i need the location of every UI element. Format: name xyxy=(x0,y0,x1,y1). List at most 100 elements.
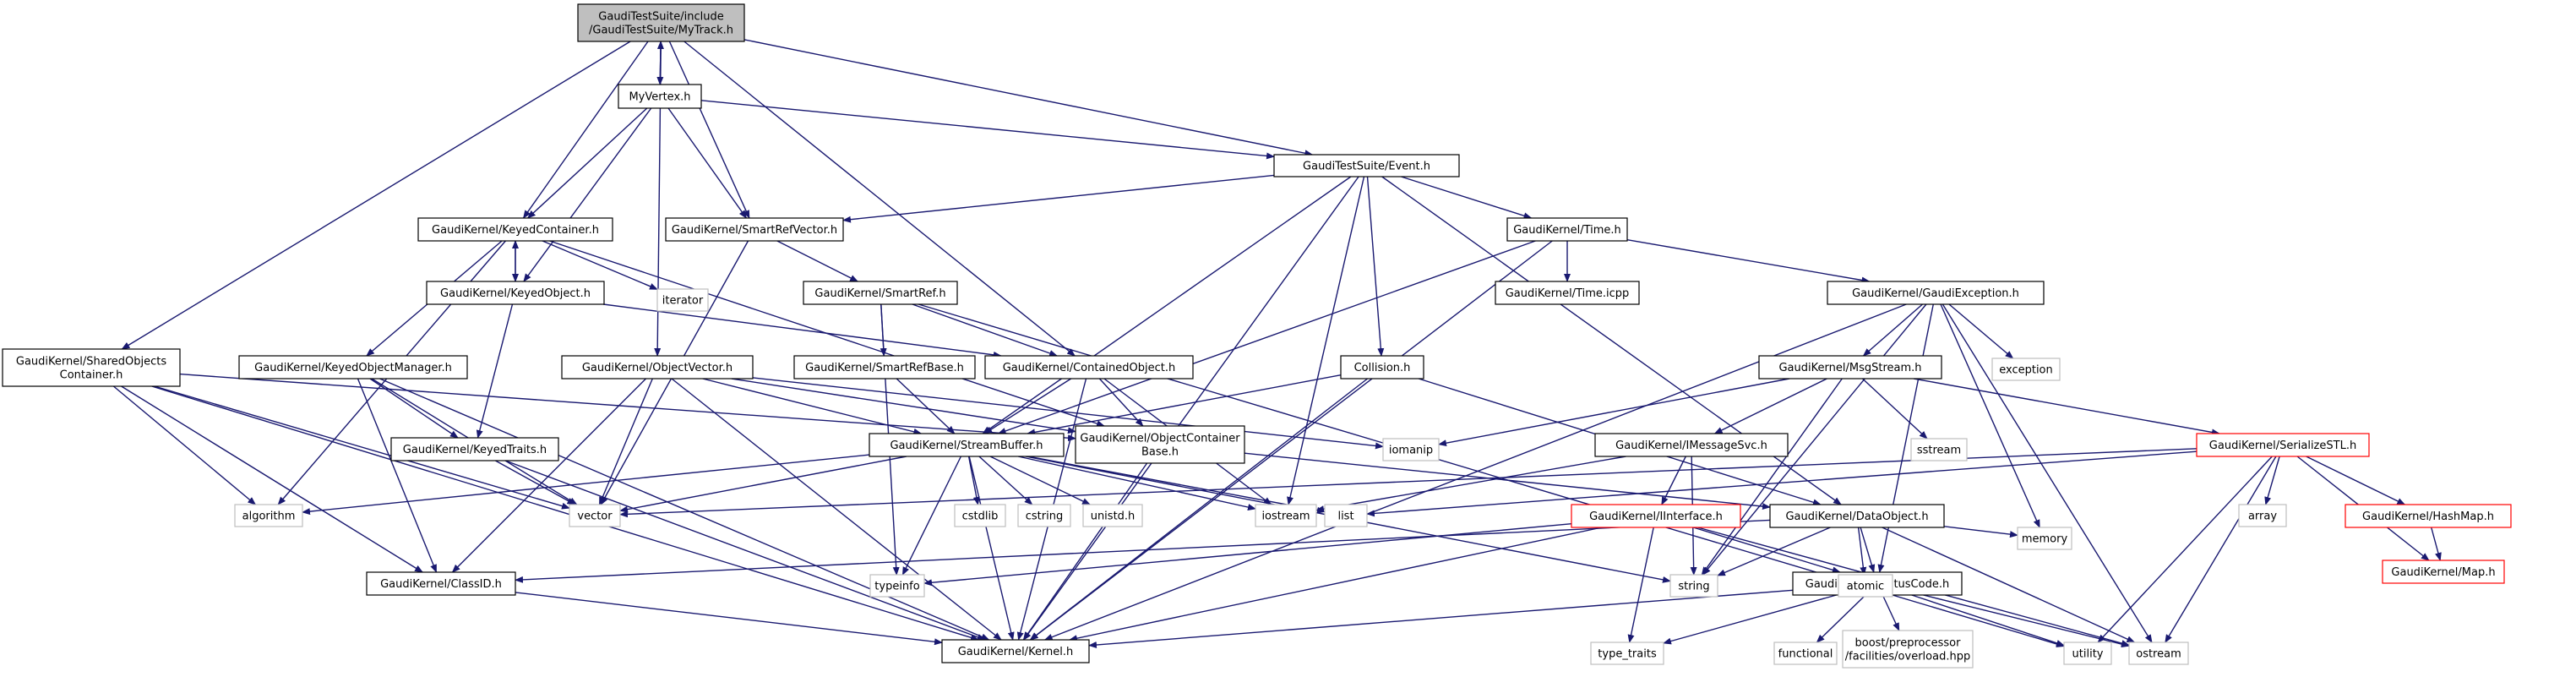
edge-event-to-time xyxy=(1401,176,1533,220)
node-label: GaudiKernel/ObjectVector.h xyxy=(582,362,732,374)
node-cstdlib: cstdlib xyxy=(954,504,1006,527)
node-box xyxy=(656,288,709,312)
node-label: Base.h xyxy=(1141,446,1179,459)
edge-keyedobjectmanager-to-classid xyxy=(357,378,438,573)
edge-gaudiexception-to-string xyxy=(1702,303,1927,576)
node-atomic: atomic xyxy=(1838,574,1893,598)
node-myvertex[interactable]: MyVertex.h xyxy=(618,84,702,109)
node-streambuffer[interactable]: GaudiKernel/StreamBuffer.h xyxy=(869,433,1065,457)
node-box xyxy=(2063,642,2112,665)
node-box xyxy=(1842,630,1974,669)
edge-msgstream-to-sstream xyxy=(1862,378,1928,440)
edge-imessagesvc-to-iostream xyxy=(1315,456,1626,513)
node-typetraits: type_traits xyxy=(1590,642,1664,665)
node-timeicpp[interactable]: GaudiKernel/Time.icpp xyxy=(1495,281,1640,305)
edge-statuscode-to-kernel xyxy=(1088,589,1794,648)
node-serializestl[interactable]: GaudiKernel/SerializeSTL.h xyxy=(2196,433,2370,457)
node-label: cstring xyxy=(1026,510,1063,523)
node-ostream: ostream xyxy=(2128,642,2189,665)
edge-iinterface-to-statuscode xyxy=(1692,527,1841,574)
node-label: ostream xyxy=(2136,648,2181,661)
node-smartref[interactable]: GaudiKernel/SmartRef.h xyxy=(803,281,958,305)
node-utility: utility xyxy=(2063,642,2112,665)
node-label: GaudiKernel/Map.h xyxy=(2391,566,2495,579)
edge-objectvector-to-kernel xyxy=(671,378,1002,641)
node-box xyxy=(1594,433,1789,457)
node-label: GaudiKernel/IMessageSvc.h xyxy=(1615,440,1767,452)
node-keyedobject[interactable]: GaudiKernel/KeyedObject.h xyxy=(426,281,605,305)
node-label: memory xyxy=(2022,533,2068,546)
node-label: GaudiKernel/HashMap.h xyxy=(2362,510,2494,523)
node-containedobject[interactable]: GaudiKernel/ContainedObject.h xyxy=(984,355,1194,379)
node-label: GaudiKernel/DataObject.h xyxy=(1785,510,1928,523)
node-keyedobjectmanager[interactable]: GaudiKernel/KeyedObjectManager.h xyxy=(238,355,468,379)
edge-dataobject-to-memory xyxy=(1943,526,2018,538)
node-box xyxy=(2345,504,2512,528)
node-map[interactable]: GaudiKernel/Map.h xyxy=(2382,560,2505,584)
node-iinterface[interactable]: GaudiKernel/IInterface.h xyxy=(1571,504,1741,528)
edge-streambuffer-to-unistd xyxy=(989,456,1092,505)
node-box xyxy=(1506,217,1628,242)
node-hashmap[interactable]: GaudiKernel/HashMap.h xyxy=(2345,504,2512,528)
node-keyedcontainer[interactable]: GaudiKernel/KeyedContainer.h xyxy=(417,217,613,242)
node-box xyxy=(1075,425,1245,464)
node-label: iterator xyxy=(662,295,704,308)
node-box xyxy=(1758,355,1942,379)
node-event[interactable]: GaudiTestSuite/Event.h xyxy=(1273,154,1460,177)
edge-streambuffer-to-algorithm xyxy=(302,454,870,516)
node-label: GaudiKernel/KeyedObject.h xyxy=(440,287,591,300)
node-label: GaudiKernel/KeyedObjectManager.h xyxy=(254,362,452,374)
node-label: utility xyxy=(2072,648,2104,661)
node-box xyxy=(2017,527,2072,550)
node-unistd: unistd.h xyxy=(1082,504,1143,527)
edge-myvertex-to-mytrack xyxy=(656,41,664,85)
node-mytrack[interactable]: GaudiTestSuite/include/GaudiTestSuite/My… xyxy=(577,3,745,42)
edge-myvertex-to-event xyxy=(700,100,1275,160)
edge-classid-to-kernel xyxy=(515,592,943,646)
node-label: type_traits xyxy=(1598,648,1657,661)
node-keyedtraits[interactable]: GaudiKernel/KeyedTraits.h xyxy=(390,437,559,461)
node-msgstream[interactable]: GaudiKernel/MsgStream.h xyxy=(1758,355,1942,379)
node-box xyxy=(417,217,613,242)
node-dataobject[interactable]: GaudiKernel/DataObject.h xyxy=(1769,504,1945,528)
node-box xyxy=(618,84,702,109)
edge-gaudiexception-to-msgstream xyxy=(1862,303,1923,357)
node-objectvector[interactable]: GaudiKernel/ObjectVector.h xyxy=(561,355,754,379)
node-box xyxy=(2238,504,2287,527)
edge-mytrack-to-sharedobjects xyxy=(121,41,631,350)
node-time[interactable]: GaudiKernel/Time.h xyxy=(1506,217,1628,242)
edge-sharedobjects-to-classid xyxy=(121,385,423,573)
edge-objectcontainerbase-to-dataobject xyxy=(1244,452,1771,510)
node-box xyxy=(426,281,605,305)
node-box xyxy=(1991,358,2061,381)
node-box xyxy=(984,355,1194,379)
node-label: boost/preprocessor xyxy=(1855,637,1962,650)
node-imessagesvc[interactable]: GaudiKernel/IMessageSvc.h xyxy=(1594,433,1789,457)
node-smartrefbase[interactable]: GaudiKernel/SmartRefBase.h xyxy=(793,355,976,379)
edge-iinterface-to-kernel xyxy=(1069,527,1603,642)
node-classid[interactable]: GaudiKernel/ClassID.h xyxy=(366,571,516,596)
edge-sharedobjects-to-vector xyxy=(154,385,570,510)
node-label: GaudiKernel/SerializeSTL.h xyxy=(2209,440,2356,452)
node-label: functional xyxy=(1778,648,1833,661)
node-label: vector xyxy=(577,510,613,523)
node-kernel[interactable]: GaudiKernel/Kernel.h xyxy=(941,639,1090,663)
edge-smartrefvector-to-smartref xyxy=(776,240,859,282)
edge-sharedobjects-to-kernel xyxy=(151,385,979,642)
node-smartrefvector[interactable]: GaudiKernel/SmartRefVector.h xyxy=(665,217,844,242)
node-gaudiexception[interactable]: GaudiKernel/GaudiException.h xyxy=(1827,281,2045,305)
node-box xyxy=(1571,504,1741,528)
edge-objectvector-to-vector xyxy=(598,378,653,505)
edge-msgstream-to-serializestl xyxy=(1913,378,2220,436)
edge-mytrack-to-containedobject xyxy=(683,41,1076,357)
node-box xyxy=(1669,574,1718,598)
node-box xyxy=(234,504,303,527)
node-iomanip: iomanip xyxy=(1382,438,1440,461)
edge-serializestl-to-utility xyxy=(2097,456,2273,643)
edge-objectvector-to-classid xyxy=(451,378,646,573)
node-label: array xyxy=(2248,510,2277,523)
node-collision[interactable]: Collision.h xyxy=(1340,355,1424,379)
node-label: Container.h xyxy=(60,369,123,382)
